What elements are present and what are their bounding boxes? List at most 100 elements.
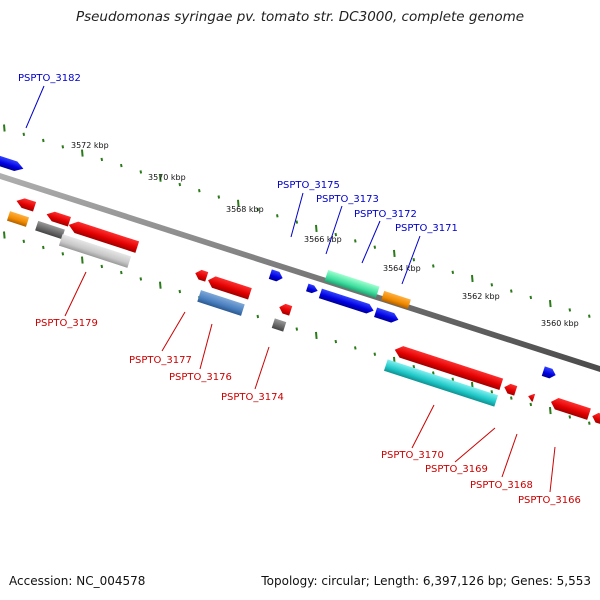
tick-bottom-15 [295, 327, 299, 331]
gene-arrow-3180[interactable] [15, 196, 37, 212]
gene-arrow-3165[interactable] [541, 366, 557, 380]
gene-label-3166[interactable]: PSPTO_3166 [518, 495, 581, 506]
gene-arrow-3170[interactable] [383, 359, 499, 407]
tick-top-6 [120, 163, 123, 168]
kbp-label-3564: 3564 kbp [383, 264, 421, 273]
tick-bottom-19 [373, 352, 377, 356]
tick-top-26 [510, 289, 513, 293]
gene-labels: PSPTO_3182 PSPTO_3175 PSPTO_3173 PSPTO_3… [18, 73, 581, 506]
gene-arrow-3176[interactable] [197, 290, 245, 316]
gene-label-3182[interactable]: PSPTO_3182 [18, 73, 81, 84]
gene-arrow-3175[interactable] [268, 269, 284, 283]
gene-label-3174[interactable]: PSPTO_3174 [221, 392, 284, 403]
gene-arrow-3168[interactable] [527, 392, 536, 402]
tick-top-2 [42, 138, 45, 143]
gene-arrow-3171[interactable] [374, 307, 400, 325]
accession-text: Accession: NC_004578 [9, 574, 146, 588]
gene-arrow-3173[interactable] [324, 269, 380, 299]
tick-bottom-13 [256, 314, 260, 319]
gene-arrow-3173b[interactable] [318, 288, 375, 316]
gene-label-3171[interactable]: PSPTO_3171 [395, 223, 458, 234]
kbp-label-3566: 3566 kbp [304, 235, 342, 244]
gene-arrow-3175b[interactable] [306, 283, 319, 295]
tick-top-14 [276, 214, 279, 218]
kbp-label-3568: 3568 kbp [226, 205, 264, 214]
gene-label-3176[interactable]: PSPTO_3176 [169, 372, 232, 383]
tick-bottom-5 [100, 264, 104, 269]
tick-row-bottom [3, 231, 591, 425]
tick-bottom-7 [139, 277, 143, 281]
kbp-label-3560: 3560 kbp [541, 319, 579, 328]
gene-arrow-3176a[interactable] [206, 274, 252, 300]
tick-top-8 [159, 174, 162, 182]
tick-bottom-16 [315, 331, 318, 339]
gene-label-3170[interactable]: PSPTO_3170 [381, 450, 444, 461]
kbp-label-3570: 3570 kbp [148, 173, 186, 182]
gene-arrow-3178[interactable] [35, 220, 65, 240]
gene-arrow-3165b[interactable] [591, 411, 600, 425]
tick-bottom-17 [334, 339, 338, 344]
tick-top-15 [295, 220, 299, 224]
gene-arrow-3166[interactable] [549, 396, 591, 420]
tick-bottom-3 [61, 252, 65, 256]
tick-top-17 [334, 232, 338, 237]
tick-bottom-27 [529, 402, 533, 407]
tick-bottom-2 [42, 245, 45, 250]
tick-top-18 [354, 239, 357, 243]
tick-bottom-8 [159, 281, 162, 289]
tick-top-27 [529, 295, 533, 300]
gene-arrow-3179b[interactable] [67, 219, 140, 253]
gene-label-3173[interactable]: PSPTO_3173 [316, 194, 379, 205]
tick-bottom-30 [588, 421, 591, 425]
tick-top-13 [256, 207, 260, 212]
tick-bottom-4 [81, 256, 84, 264]
kbp-labels: 3572 kbp 3570 kbp 3568 kbp 3566 kbp 3564… [71, 141, 579, 328]
gene-label-3175[interactable]: PSPTO_3175 [277, 180, 340, 191]
gene-arrow-3170a[interactable] [393, 344, 504, 391]
gene-label-3179[interactable]: PSPTO_3179 [35, 318, 98, 329]
forward-genes [0, 154, 557, 380]
gene-label-3168[interactable]: PSPTO_3168 [470, 480, 533, 491]
topology-text: Topology: circular; Length: 6,397,126 bp… [261, 574, 591, 588]
gene-arrow-3169[interactable] [503, 382, 518, 396]
tick-top-12 [237, 199, 240, 207]
tick-bottom-0 [3, 231, 6, 239]
tick-bottom-26 [510, 396, 513, 400]
reverse-leader-lines [64, 271, 556, 493]
tick-top-10 [198, 189, 201, 193]
gene-label-3177[interactable]: PSPTO_3177 [129, 355, 192, 366]
tick-top-23 [451, 270, 455, 274]
tick-top-16 [315, 224, 318, 232]
tick-top-3 [61, 145, 65, 149]
tick-top-1 [22, 132, 26, 136]
tick-top-7 [139, 170, 143, 174]
tick-top-9 [178, 182, 182, 187]
kbp-label-3562: 3562 kbp [462, 292, 500, 301]
tick-bottom-25 [490, 390, 494, 394]
tick-bottom-28 [549, 407, 552, 415]
tick-top-4 [81, 149, 84, 157]
gene-arrow-3172[interactable] [381, 290, 411, 310]
tick-top-29 [568, 308, 572, 312]
tick-top-11 [217, 195, 221, 199]
tick-bottom-21 [412, 365, 416, 369]
forward-leader-lines [25, 85, 421, 285]
gene-arrow-3177[interactable] [194, 268, 209, 282]
tick-top-22 [432, 264, 435, 268]
tick-bottom-9 [178, 289, 182, 294]
tick-top-28 [549, 300, 552, 308]
gene-arrow-3181[interactable] [6, 211, 30, 227]
gene-arrow-3179a[interactable] [45, 210, 71, 227]
reverse-genes [6, 196, 600, 425]
tick-bottom-6 [120, 270, 123, 275]
gene-arrow-3179[interactable] [58, 234, 132, 268]
tick-bottom-22 [432, 371, 435, 375]
gene-arrow-3174[interactable] [271, 318, 287, 332]
gene-label-3172[interactable]: PSPTO_3172 [354, 209, 417, 220]
gene-arrow-3174a[interactable] [278, 302, 293, 316]
gene-arrow-3182[interactable] [0, 154, 25, 174]
tick-top-20 [393, 249, 396, 257]
gene-label-3169[interactable]: PSPTO_3169 [425, 464, 488, 475]
tick-bottom-18 [354, 346, 357, 350]
